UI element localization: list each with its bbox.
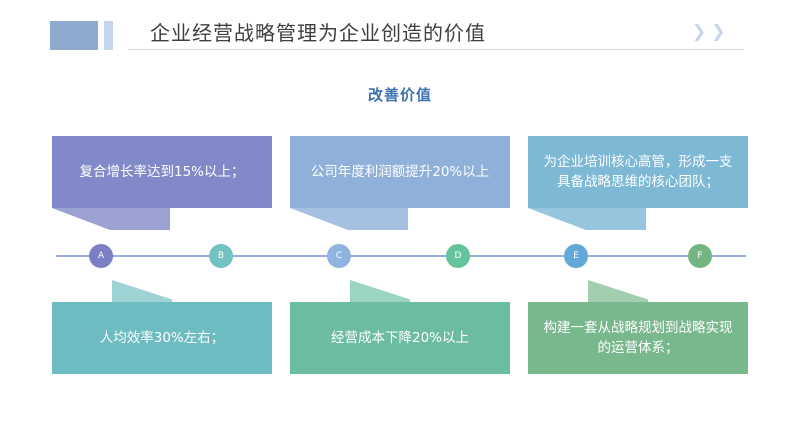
bottom-callout-2-label: 经营成本下降20%以上 xyxy=(330,329,469,346)
top-callout-3[interactable]: 为企业培训核心高管，形成一支具备战略思维的核心团队； xyxy=(528,136,748,208)
header-accent-square-small xyxy=(104,21,113,50)
top-callout-1-label: 复合增长率达到15%以上； xyxy=(79,163,245,180)
timeline-node-a-label: A xyxy=(97,251,105,261)
timeline-node-a[interactable]: A xyxy=(89,244,113,268)
top-callout-1[interactable]: 复合增长率达到15%以上； xyxy=(52,136,272,208)
top-callout-3-tail xyxy=(528,208,668,230)
bottom-callout-3[interactable]: 构建一套从战略规划到战略实现的运营体系； xyxy=(528,302,748,374)
bottom-callout-2[interactable]: 经营成本下降20%以上 xyxy=(290,302,510,374)
page-title: 企业经营战略管理为企业创造的价值 xyxy=(150,21,486,45)
timeline-node-b-label: B xyxy=(217,251,225,261)
section-subtitle: 改善价值 xyxy=(367,86,432,104)
timeline-node-f[interactable]: F xyxy=(688,244,712,268)
bottom-callout-1-tail xyxy=(52,280,172,302)
bottom-callout-3-label: 构建一套从战略规划到战略实现的运营体系； xyxy=(543,319,733,356)
timeline-node-b[interactable]: B xyxy=(209,244,233,268)
timeline-node-e-label: E xyxy=(573,251,579,261)
top-callout-2-label: 公司年度利润额提升20%以上 xyxy=(310,163,490,180)
bottom-callout-2-tail xyxy=(290,280,410,302)
bottom-callout-3-tail xyxy=(528,280,648,302)
timeline-node-c[interactable]: C xyxy=(327,244,351,268)
timeline-node-e[interactable]: E xyxy=(564,244,588,268)
timeline-node-d-label: D xyxy=(454,251,462,261)
double-chevron-right-icon: ❯❯ xyxy=(692,22,731,42)
top-callout-3-label: 为企业培训核心高管，形成一支具备战略思维的核心团队； xyxy=(543,153,733,190)
timeline-node-c-label: C xyxy=(335,251,343,261)
top-callout-1-tail xyxy=(52,208,192,230)
timeline-axis xyxy=(56,255,746,257)
header-divider xyxy=(128,49,744,50)
top-callout-2[interactable]: 公司年度利润额提升20%以上 xyxy=(290,136,510,208)
header-accent-square-large xyxy=(50,21,98,50)
top-callout-2-tail xyxy=(290,208,430,230)
bottom-callout-1[interactable]: 人均效率30%左右； xyxy=(52,302,272,374)
timeline-node-f-label: F xyxy=(697,251,703,261)
timeline-node-d[interactable]: D xyxy=(446,244,470,268)
bottom-callout-1-label: 人均效率30%左右； xyxy=(99,329,225,346)
